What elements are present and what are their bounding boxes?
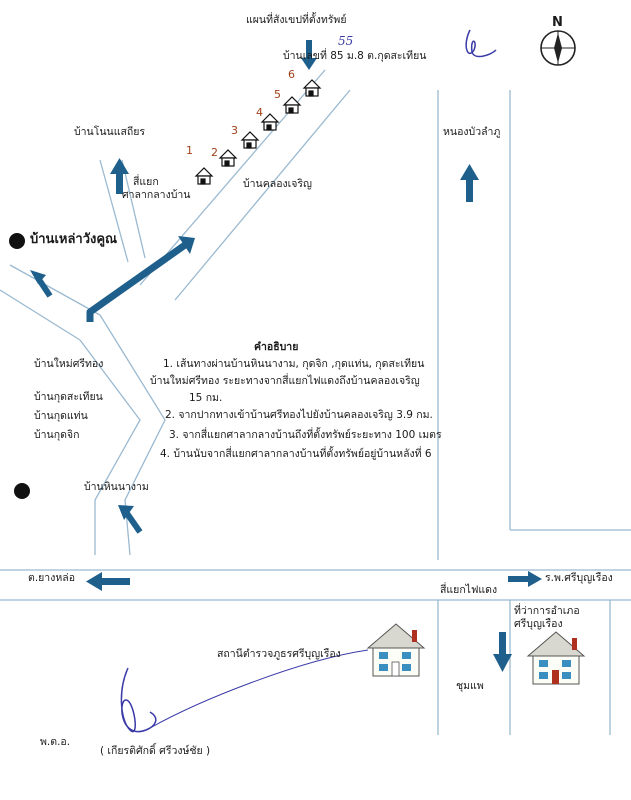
legend-line-5: 3. จากสี่แยกศาลากลางบ้านถึงที่ตั้งทรัพย์… [169, 429, 442, 441]
police-station-building-icon [366, 623, 426, 677]
house-number-5: 5 [274, 88, 281, 101]
house-number-6: 6 [288, 68, 295, 81]
legend-line-2: บ้านใหม่ศรีทอง ระยะทางจากสี่แยกไฟแดงถึงบ… [150, 375, 420, 387]
label-ban-mai-si-thong: บ้านใหม่ศรีทอง [34, 358, 104, 370]
house-number-1: 1 [186, 144, 193, 157]
label-tambon-yang-lo: ต.ยางหล่อ [28, 572, 75, 584]
label-ban-kut-sathian: บ้านกุดสะเทียน [34, 391, 103, 403]
signature-name: ( เกียรติศักดิ์ ศรีวงษ์ชัย ) [100, 745, 211, 757]
label-ban-hin-ngam: บ้านหินนางาม [84, 481, 149, 493]
signature-rank: พ.ต.อ. [40, 736, 71, 748]
label-district-office-1: ที่ว่าการอำเภอ [514, 605, 580, 617]
handwritten-note: 55 [338, 34, 354, 48]
house-address: บ้านเลขที่ 85 ม.8 ต.กุดสะเทียน [283, 50, 427, 62]
legend-heading: คำอธิบาย [254, 341, 299, 353]
house-icons [194, 79, 322, 185]
label-ban-non-saen-thian: บ้านโนนแสถียร [74, 126, 146, 138]
house-number-4: 4 [256, 106, 263, 119]
legend-line-4: 2. จากปากทางเข้าบ้านศรีทองไปยังบ้านคลองเ… [165, 409, 433, 421]
label-ban-khlong-charoen: บ้านคลองเจริญ [243, 178, 312, 190]
label-intersection-1: สี่แยก [133, 176, 159, 188]
label-traffic-light-junction: สี่แยกไฟแดง [440, 584, 498, 596]
legend-line-1: 1. เส้นทางผ่านบ้านหินนางาม, กุดจิก ,กุดแ… [163, 358, 425, 370]
label-ban-kut-thaen: บ้านกุดแท่น [34, 410, 88, 422]
legend-line-6: 4. บ้านนับจากสี่แยกศาลากลางบ้านที่ตั้งทร… [160, 448, 432, 460]
label-ban-lao-wang-khun: บ้านเหล่าวังคูณ [30, 232, 118, 247]
map-title: แผนที่สังเขปที่ตั้งทรัพย์ [246, 14, 347, 26]
dot-lao-wang-khun [9, 233, 25, 249]
district-office-building-icon [526, 631, 586, 685]
signature-top [465, 29, 497, 58]
north-label: N [552, 15, 563, 30]
legend-line-3: 15 กม. [189, 392, 223, 404]
road-lines [0, 69, 631, 735]
label-chum-phae: ชุมแพ [456, 680, 484, 692]
label-district-office-2: ศรีบุญเรือง [514, 618, 563, 630]
signature-bottom [120, 667, 157, 733]
house-number-3: 3 [231, 124, 238, 137]
label-intersection-2: ศาลากลางบ้าน [122, 189, 191, 201]
dot-left [14, 483, 30, 499]
north-compass-icon [540, 30, 576, 66]
label-hospital: ร.พ.ศรีบุญเรือง [545, 572, 613, 584]
label-nong-bua-lam-phu: หนองบัวลำภู [443, 126, 501, 138]
label-ban-kut-chik: บ้านกุดจิก [34, 429, 80, 441]
route-arrow [86, 236, 195, 322]
direction-arrows [30, 40, 542, 672]
house-number-2: 2 [211, 146, 218, 159]
label-police-station: สถานีตำรวจภูธรศรีบุญเรือง [217, 648, 341, 660]
police-pointer-curve [149, 649, 369, 729]
